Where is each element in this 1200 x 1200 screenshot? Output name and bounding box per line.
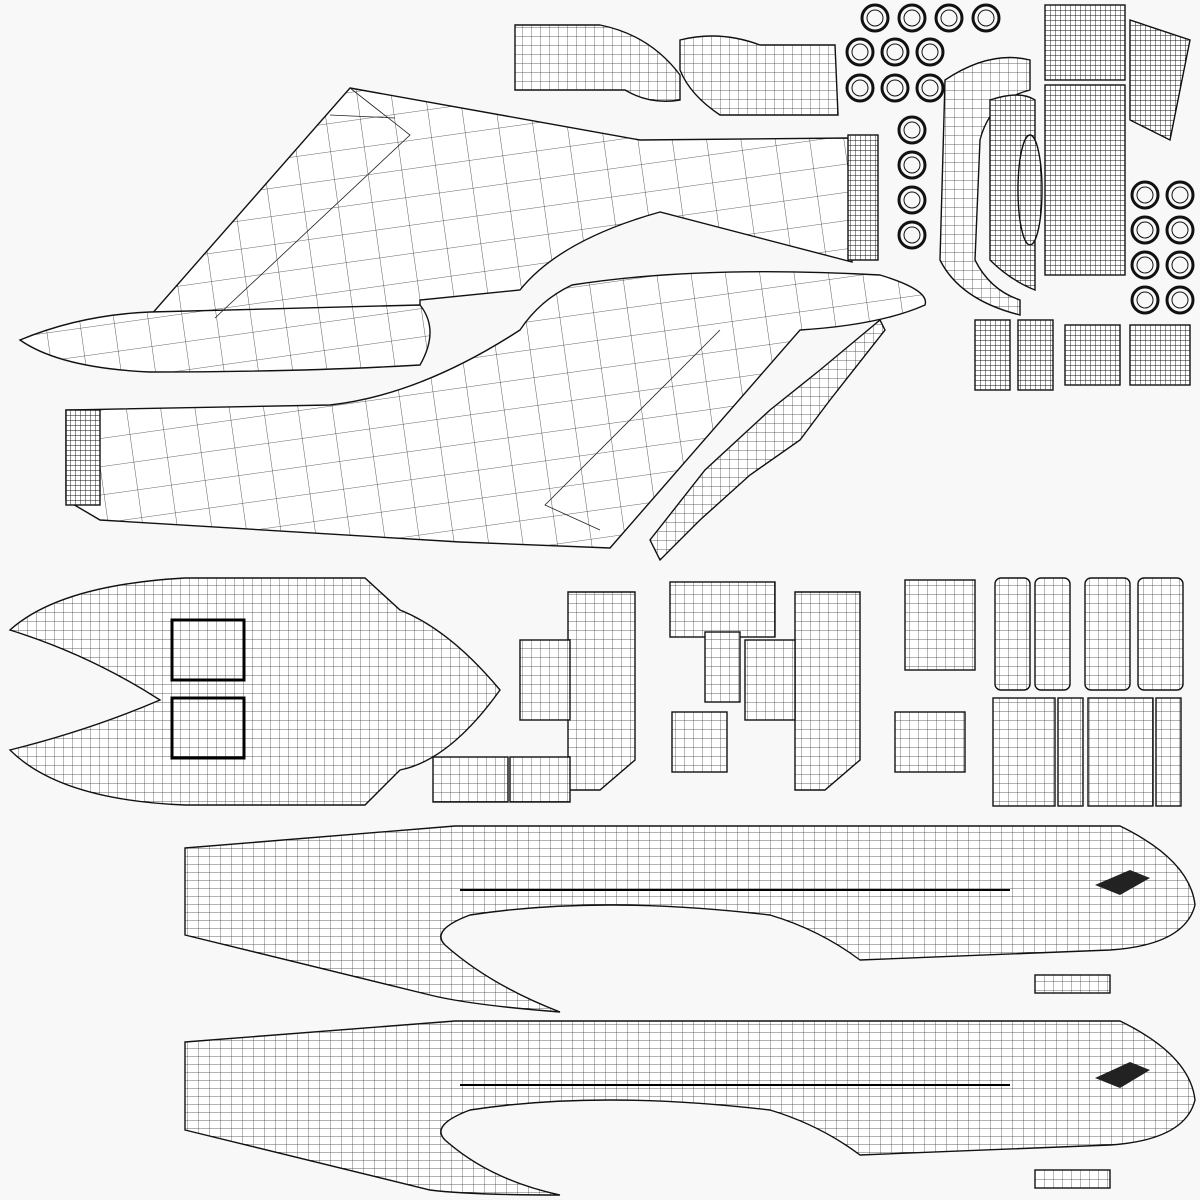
panel-blocks (992, 577, 1184, 807)
stabilizer-strip (649, 318, 886, 562)
rings (845, 3, 1195, 315)
stabilizer-pieces (432, 579, 976, 803)
fuselage-half-top (184, 825, 1196, 1013)
fuselage-half-bottom (184, 1020, 1196, 1196)
wing-upper (18, 87, 879, 373)
engine-parts (939, 4, 1191, 391)
wing-root-pieces (514, 24, 839, 116)
wing-lower (65, 270, 927, 549)
tail-section (8, 577, 501, 806)
